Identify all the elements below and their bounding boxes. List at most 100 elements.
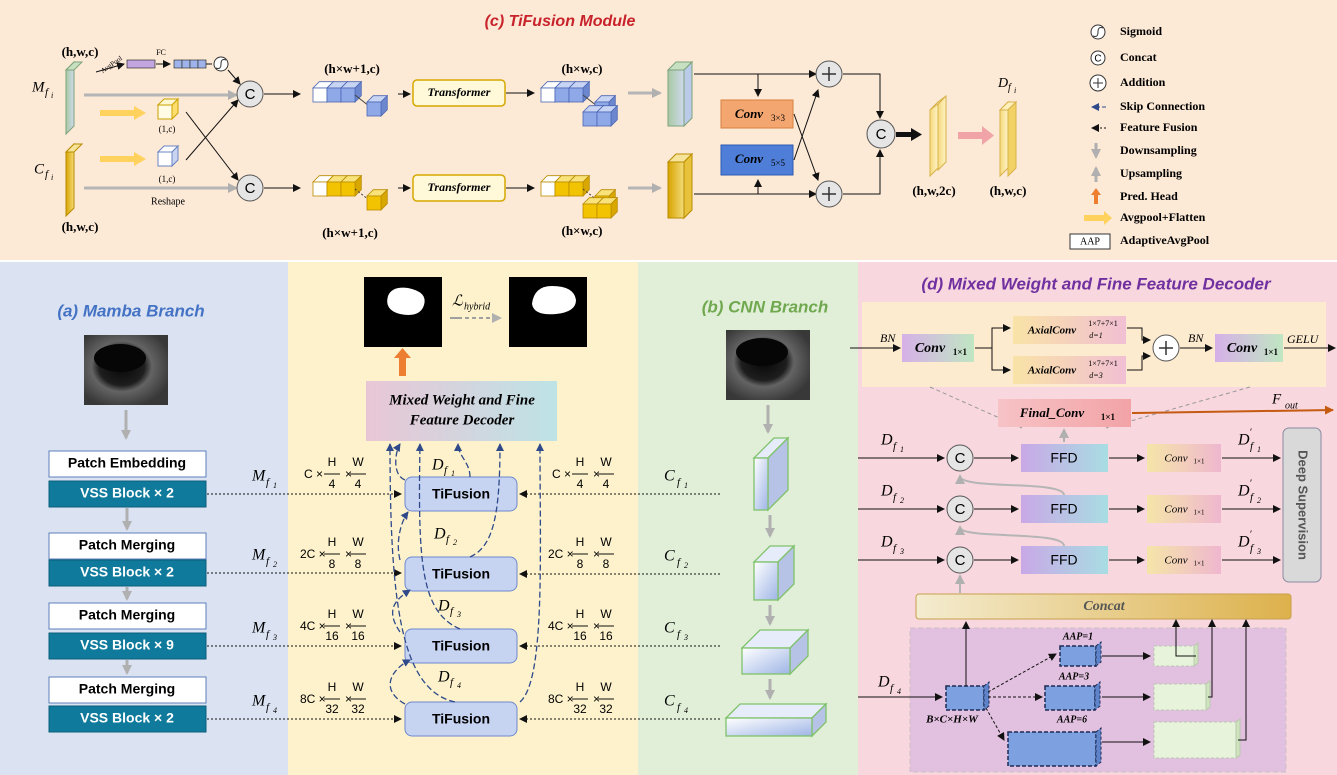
ffd-block: FFD bbox=[1021, 495, 1108, 523]
svg-text:Conv: Conv bbox=[915, 341, 946, 356]
svg-text:Patch Merging: Patch Merging bbox=[79, 681, 175, 697]
svg-text:3: 3 bbox=[456, 610, 461, 619]
svg-text:D: D bbox=[437, 669, 450, 686]
token-sequence-bottom bbox=[312, 174, 389, 211]
svg-text:f: f bbox=[1250, 441, 1255, 453]
svg-text:H: H bbox=[328, 535, 337, 549]
svg-text:TiFusion: TiFusion bbox=[432, 486, 490, 502]
concat-icon: C bbox=[1090, 50, 1106, 66]
svg-text:4C ×: 4C × bbox=[548, 619, 574, 633]
cnn-stage-3 bbox=[740, 628, 810, 676]
svg-text:W: W bbox=[600, 455, 612, 469]
svg-text:Patch Merging: Patch Merging bbox=[79, 607, 175, 623]
svg-text:M: M bbox=[251, 468, 267, 485]
m-fi-label: M f i bbox=[31, 79, 53, 99]
addition-icon bbox=[1089, 74, 1107, 92]
svg-text:3: 3 bbox=[683, 633, 688, 642]
svg-text:f: f bbox=[893, 441, 898, 453]
svg-text:W: W bbox=[352, 535, 364, 549]
svg-text:W: W bbox=[600, 680, 612, 694]
hybrid-loss-label: ℒ hybrid bbox=[452, 293, 491, 312]
svg-text:C: C bbox=[876, 126, 887, 143]
skip-connection-curve bbox=[519, 443, 545, 703]
svg-text:f: f bbox=[893, 543, 898, 555]
fc-vector-in bbox=[126, 59, 156, 69]
svg-text:out: out bbox=[1285, 400, 1298, 411]
ultrasound-input-mamba bbox=[84, 335, 168, 405]
svg-text:2C ×: 2C × bbox=[300, 547, 326, 561]
svg-text:D: D bbox=[433, 526, 446, 543]
svg-text:C: C bbox=[34, 161, 45, 177]
svg-text:Mixed Weight and Fine: Mixed Weight and Fine bbox=[388, 392, 535, 408]
svg-text:1: 1 bbox=[1257, 445, 1261, 454]
svg-text:2: 2 bbox=[684, 561, 688, 570]
hwc-out-bottom-label: (h×w,c) bbox=[562, 223, 603, 238]
svg-text:3: 3 bbox=[899, 547, 904, 556]
svg-text:D: D bbox=[880, 483, 893, 500]
svg-text:16: 16 bbox=[573, 629, 587, 643]
svg-text:1×1: 1×1 bbox=[953, 347, 968, 357]
tifusion-block: TiFusion bbox=[404, 476, 518, 512]
svg-text:32: 32 bbox=[573, 702, 587, 716]
svg-text:W: W bbox=[352, 680, 364, 694]
hwc-bottom-label: (h,w,c) bbox=[62, 219, 99, 234]
svg-text:VSS Block × 2: VSS Block × 2 bbox=[80, 564, 174, 580]
svg-text:f: f bbox=[266, 477, 271, 489]
svg-text:GELU: GELU bbox=[1287, 332, 1320, 346]
concat-bottom: C bbox=[236, 174, 264, 202]
avgpool-flatten-arrow-bottom bbox=[100, 152, 146, 166]
concat-top: C bbox=[236, 80, 264, 108]
skip-connection-curve bbox=[392, 443, 406, 481]
one-c-bottom-label: (1,c) bbox=[159, 174, 176, 184]
svg-text:VSS Block × 9: VSS Block × 9 bbox=[80, 637, 174, 653]
mamba-title: (a) Mamba Branch bbox=[57, 301, 204, 320]
svg-text:D: D bbox=[437, 598, 450, 615]
f-out-arrow bbox=[1131, 405, 1334, 415]
cnn-title: (b) CNN Branch bbox=[702, 297, 829, 316]
svg-text:Conv: Conv bbox=[735, 106, 763, 121]
svg-text:×: × bbox=[345, 692, 352, 706]
vss-block: VSS Block × 2 bbox=[48, 559, 207, 587]
svg-text:4: 4 bbox=[355, 477, 362, 491]
svg-text:VSS Block × 2: VSS Block × 2 bbox=[80, 485, 174, 501]
svg-text:8C ×: 8C × bbox=[300, 692, 326, 706]
aap-icon: AAP bbox=[1069, 233, 1111, 250]
svg-text:′: ′ bbox=[1250, 478, 1252, 489]
svg-text:f: f bbox=[890, 683, 895, 695]
svg-text:Addition: Addition bbox=[1120, 75, 1166, 89]
svg-text:TiFusion: TiFusion bbox=[432, 711, 490, 727]
aap-0-label: AAP=1 bbox=[1062, 631, 1093, 642]
svg-text:f: f bbox=[450, 606, 455, 618]
svg-text:H: H bbox=[576, 680, 585, 694]
svg-text:Conv: Conv bbox=[735, 151, 763, 166]
conv1x1-block-in: Conv 1×1 bbox=[902, 334, 974, 362]
decoder-title: (d) Mixed Weight and Fine Feature Decode… bbox=[921, 274, 1272, 293]
svg-text:i: i bbox=[1014, 86, 1016, 95]
legend-item-addition: Addition bbox=[1089, 74, 1166, 92]
svg-text:8: 8 bbox=[603, 557, 610, 571]
svg-text:4: 4 bbox=[457, 681, 461, 690]
svg-text:AAP: AAP bbox=[1080, 236, 1100, 247]
ffd-block: FFD bbox=[1021, 444, 1108, 472]
svg-text:8C ×: 8C × bbox=[548, 692, 574, 706]
svg-text:Skip Connection: Skip Connection bbox=[1120, 99, 1205, 113]
addition-decoder bbox=[1152, 334, 1180, 362]
svg-text:Conv: Conv bbox=[1164, 453, 1187, 465]
addition-top bbox=[815, 60, 843, 88]
c-reshaped-map bbox=[666, 152, 694, 220]
pred-head-arrow bbox=[394, 348, 411, 376]
transformer-bottom: Transformer bbox=[412, 174, 506, 202]
dims-dims-right-4: 8C ×H32×W32 bbox=[548, 680, 614, 716]
svg-text:BN: BN bbox=[1188, 331, 1204, 345]
dims-dims-right-1: C ×H4×W4 bbox=[552, 455, 614, 491]
svg-text:×: × bbox=[593, 692, 600, 706]
d-fi-label: D f i bbox=[997, 76, 1016, 95]
ffd-block: FFD bbox=[1021, 546, 1108, 574]
svg-text:8: 8 bbox=[329, 557, 336, 571]
